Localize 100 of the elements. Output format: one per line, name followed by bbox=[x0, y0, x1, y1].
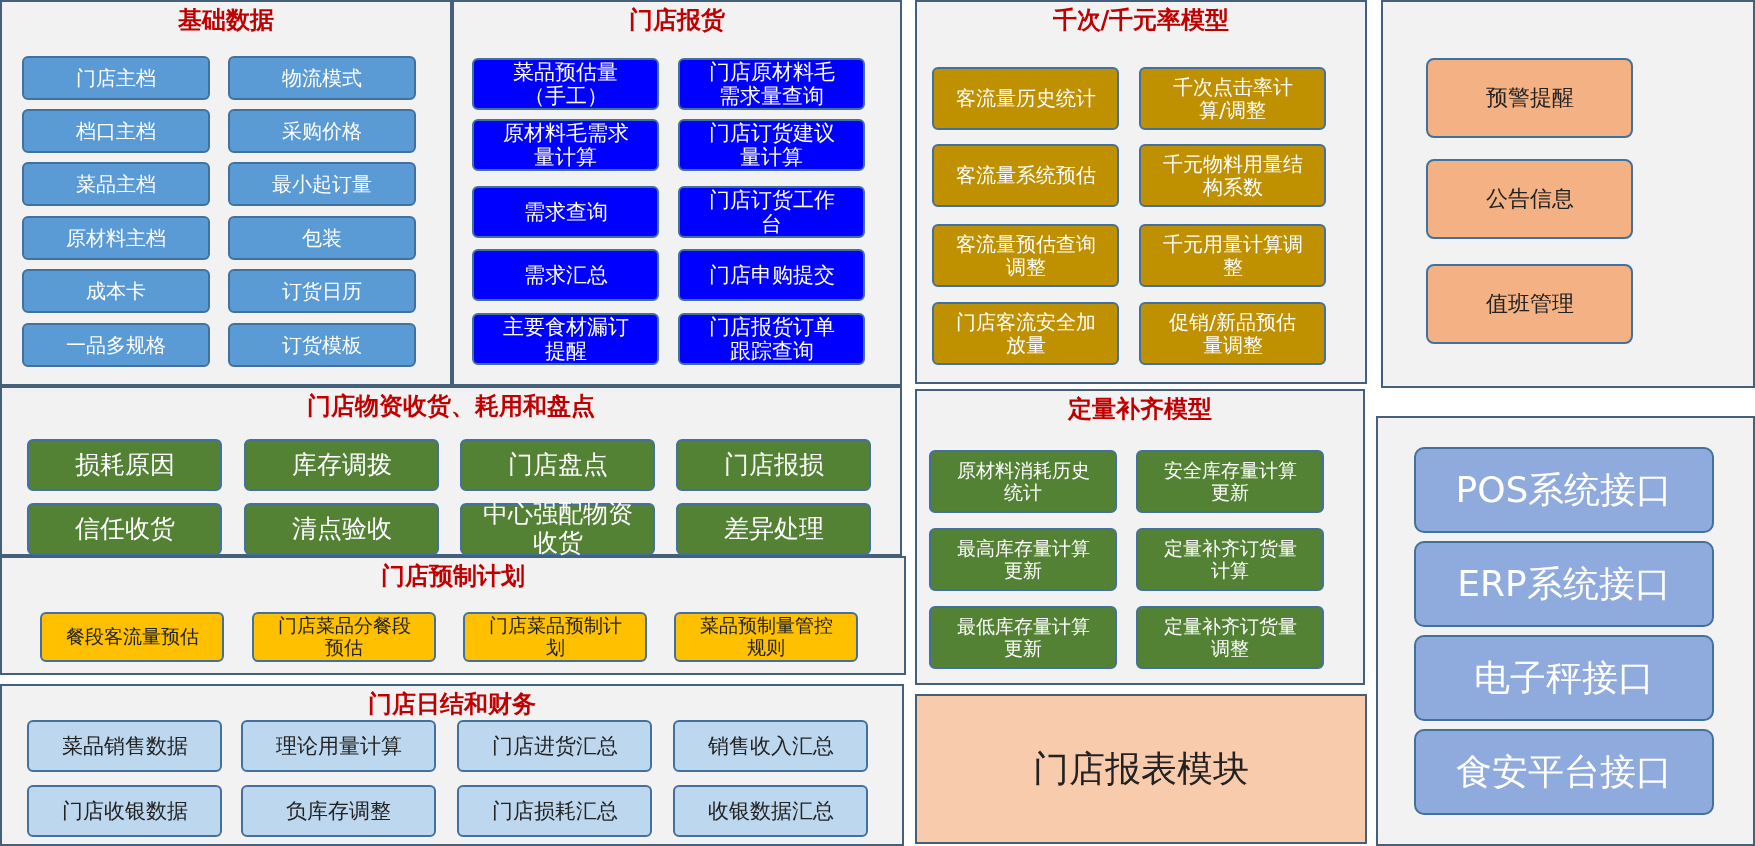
function-box bbox=[27, 785, 222, 837]
function-box bbox=[22, 109, 210, 153]
function-label: 包装 bbox=[301, 226, 343, 250]
function-label: 门店报表模块 bbox=[1032, 748, 1250, 790]
function-label: 值班管理 bbox=[1484, 291, 1575, 317]
function-box bbox=[228, 269, 416, 313]
function-label: 原材料毛需求量计算 bbox=[501, 120, 630, 170]
panel-title: 定量补齐模型 bbox=[1066, 395, 1213, 424]
function-box bbox=[1139, 144, 1326, 207]
function-box bbox=[676, 439, 871, 491]
panel-title: 基础数据 bbox=[177, 6, 275, 35]
function-label: 档口主档 bbox=[75, 119, 157, 143]
function-box bbox=[241, 785, 436, 837]
function-label: 门店申购提交 bbox=[707, 262, 836, 288]
function-box bbox=[932, 302, 1119, 365]
function-box bbox=[22, 56, 210, 100]
panel-title: 千次/千元率模型 bbox=[1051, 6, 1231, 35]
function-box bbox=[22, 323, 210, 367]
function-box bbox=[228, 216, 416, 260]
function-box bbox=[673, 785, 868, 837]
function-label: 最小起订量 bbox=[271, 172, 373, 196]
function-label: 原材料主档 bbox=[65, 226, 167, 250]
function-box bbox=[932, 224, 1119, 287]
function-box bbox=[40, 612, 224, 662]
panel-title: 门店物资收货、耗用和盘点 bbox=[306, 392, 596, 421]
panel-title: 门店日结和财务 bbox=[367, 690, 537, 719]
function-box bbox=[27, 439, 222, 491]
function-box bbox=[674, 612, 858, 662]
function-box bbox=[1426, 58, 1633, 138]
module-panel bbox=[0, 386, 902, 556]
module-panel bbox=[1376, 416, 1755, 846]
function-label: ERP系统接口 bbox=[1456, 563, 1672, 605]
function-box bbox=[228, 56, 416, 100]
function-label: 预警提醒 bbox=[1484, 85, 1575, 111]
function-label: 门店主档 bbox=[75, 66, 157, 90]
function-box bbox=[1414, 541, 1714, 627]
function-box bbox=[1414, 729, 1714, 815]
function-label: 门店报货订单跟踪查询 bbox=[707, 314, 836, 364]
function-box bbox=[676, 503, 871, 555]
function-label: 订货模板 bbox=[281, 333, 363, 357]
function-box bbox=[1426, 159, 1633, 239]
function-label: 千元用量计算调整 bbox=[1161, 232, 1304, 279]
module-panel bbox=[452, 0, 902, 386]
function-label: 最低库存量计算更新 bbox=[955, 615, 1091, 660]
function-label: 促销/新品预估量调整 bbox=[1168, 310, 1297, 357]
function-box bbox=[472, 58, 659, 110]
module-panel bbox=[915, 389, 1365, 685]
function-box bbox=[27, 503, 222, 555]
function-box bbox=[678, 313, 865, 365]
function-label: 负库存调整 bbox=[285, 798, 392, 824]
function-box bbox=[244, 439, 439, 491]
function-label: 收银数据汇总 bbox=[706, 798, 835, 824]
function-label: 门店报损 bbox=[722, 450, 825, 480]
function-label: 餐段客流量预估 bbox=[64, 626, 200, 648]
function-box bbox=[457, 720, 652, 772]
function-box bbox=[929, 606, 1117, 669]
function-box bbox=[241, 720, 436, 772]
function-label: 主要食材漏订提醒 bbox=[501, 314, 630, 364]
function-label: 门店原材料毛需求量查询 bbox=[707, 59, 836, 109]
function-label: 客流量系统预估 bbox=[954, 164, 1097, 187]
function-label: 菜品预估量（手工） bbox=[512, 59, 619, 109]
function-label: 采购价格 bbox=[281, 119, 363, 143]
function-label: 公告信息 bbox=[1484, 186, 1575, 212]
function-label: 门店损耗汇总 bbox=[490, 798, 619, 824]
function-label: 菜品预制量管控规则 bbox=[698, 615, 834, 659]
module-panel bbox=[1381, 0, 1755, 388]
function-box bbox=[678, 119, 865, 171]
module-panel bbox=[915, 694, 1367, 844]
function-label: 门店进货汇总 bbox=[490, 733, 619, 759]
function-box bbox=[472, 119, 659, 171]
function-box bbox=[463, 612, 647, 662]
function-label: 损耗原因 bbox=[73, 450, 176, 480]
function-box bbox=[22, 269, 210, 313]
panel-title: 门店报货 bbox=[628, 6, 726, 35]
function-label: 信任收货 bbox=[73, 514, 176, 544]
function-label: 定量补齐订货量调整 bbox=[1162, 615, 1298, 660]
function-box bbox=[1139, 67, 1326, 130]
function-label: 成本卡 bbox=[85, 279, 147, 303]
function-label: 定量补齐订货量计算 bbox=[1162, 537, 1298, 582]
function-label: 菜品主档 bbox=[75, 172, 157, 196]
function-box bbox=[929, 450, 1117, 513]
function-box bbox=[929, 528, 1117, 591]
function-box bbox=[1414, 447, 1714, 533]
function-label: 千元物料用量结构系数 bbox=[1161, 152, 1304, 199]
function-label: 清点验收 bbox=[290, 514, 393, 544]
module-panel bbox=[915, 0, 1367, 384]
function-label: 电子秤接口 bbox=[1473, 657, 1655, 699]
function-label: 需求查询 bbox=[522, 199, 609, 225]
function-label: 安全库存量计算更新 bbox=[1162, 459, 1298, 504]
function-box bbox=[1136, 528, 1324, 591]
function-box bbox=[457, 785, 652, 837]
function-label: 门店菜品分餐段预估 bbox=[276, 615, 412, 659]
function-box bbox=[1136, 450, 1324, 513]
function-box bbox=[472, 186, 659, 238]
function-box bbox=[678, 249, 865, 301]
panel-title: 门店预制计划 bbox=[380, 562, 526, 591]
function-box bbox=[252, 612, 436, 662]
function-label: 客流量历史统计 bbox=[954, 87, 1097, 110]
function-label: 一品多规格 bbox=[65, 333, 167, 357]
function-label: 千次点击率计算/调整 bbox=[1171, 75, 1294, 122]
